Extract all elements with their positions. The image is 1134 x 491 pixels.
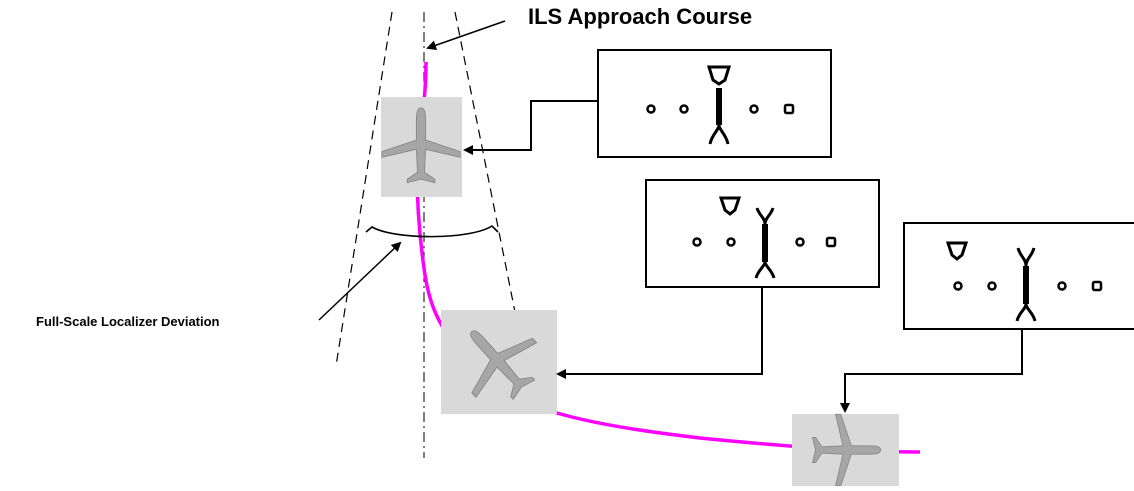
deviation-dot-icon <box>987 281 997 291</box>
deviation-bracket <box>365 224 499 238</box>
heading-pointer-icon <box>945 241 969 261</box>
aircraft-photo-2 <box>440 303 557 418</box>
deviation-arrow <box>318 241 402 321</box>
aircraft-photo-3 <box>792 413 899 487</box>
deviation-dot-icon <box>646 104 656 114</box>
heading-pointer-icon <box>706 65 732 86</box>
connector-1 <box>463 100 598 155</box>
deviation-dot-icon <box>679 104 689 114</box>
deviation-dot-icon <box>795 237 805 247</box>
deviation-dot-icon <box>1057 281 1067 291</box>
heading-pointer-icon <box>718 196 742 216</box>
cdi-indicator-2 <box>645 179 880 288</box>
deviation-dot-icon <box>825 236 837 248</box>
connector-3 <box>840 329 1023 413</box>
connector-2 <box>556 287 763 379</box>
cdi-indicator-1 <box>597 49 832 158</box>
deviation-dot-icon <box>749 104 759 114</box>
deviation-dot-icon <box>726 237 736 247</box>
deviation-dot-icon <box>783 103 795 115</box>
title-arrow <box>426 20 506 51</box>
localizer-needle-icon <box>708 88 730 145</box>
localizer-needle-icon <box>754 207 776 279</box>
beam-right-edge <box>454 11 516 313</box>
deviation-dot-icon <box>1091 280 1103 292</box>
aircraft-photo-1 <box>381 97 462 197</box>
cdi-indicator-3 <box>903 222 1134 330</box>
approach-course-label: ILS Approach Course <box>528 4 753 29</box>
deviation-dot-icon <box>692 237 702 247</box>
deviation-label: Full-Scale Localizer Deviation <box>36 314 220 329</box>
localizer-needle-icon <box>1015 247 1037 322</box>
deviation-dot-icon <box>953 281 963 291</box>
